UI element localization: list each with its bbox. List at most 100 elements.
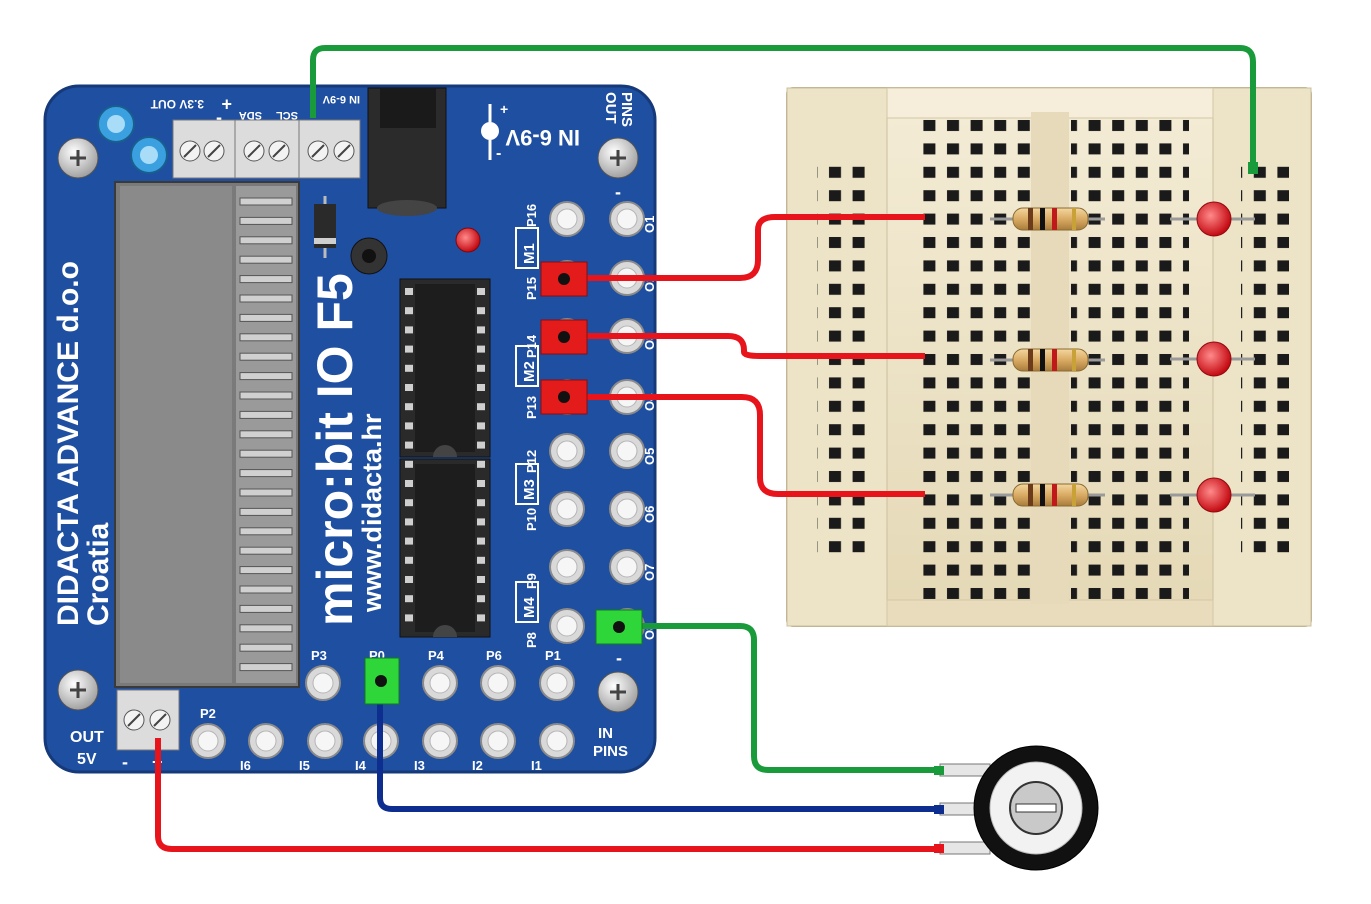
red-led (1170, 201, 1255, 237)
in-pins-label: IN (598, 725, 613, 742)
jumper-green (364, 657, 400, 705)
motor-label: M4 (521, 597, 538, 618)
out-5v-volt: 5V (77, 751, 97, 768)
pin-pad (539, 723, 575, 759)
wire-green-pot (620, 623, 942, 773)
pin-pad (539, 665, 575, 701)
pin-pad (307, 723, 343, 759)
jumper-red (540, 379, 588, 415)
out-5v-minus: - (122, 752, 128, 772)
motor-label: M3 (521, 479, 538, 500)
pin-pad (549, 608, 585, 644)
mounting-screw-icon (597, 137, 639, 179)
svg-text:+: + (500, 101, 508, 117)
wire-red-o2 (567, 214, 925, 281)
pin-pad (609, 201, 645, 237)
diode (314, 204, 336, 248)
mounting-screw-icon (597, 671, 639, 713)
wire-blue-pot (377, 682, 942, 812)
in-pins-label-2: PINS (593, 743, 628, 760)
left-pin-label: P16 (524, 204, 539, 227)
power-in-label: IN 6-9V (322, 93, 360, 105)
pin-pad (190, 723, 226, 759)
sda-label: SDA (239, 109, 262, 121)
motor-label: M1 (521, 243, 538, 264)
bottom-in-label: I5 (299, 758, 310, 773)
svg-text:-: - (496, 145, 501, 162)
out-5v-terminal (116, 689, 180, 751)
out-pin-label: O6 (642, 506, 657, 523)
pin-pad (609, 549, 645, 585)
company-name: DIDACTA ADVANCE d.o.o (52, 261, 85, 626)
minus-label: - (216, 110, 222, 130)
pin-pad (549, 549, 585, 585)
out-pins-label-2: PINS (618, 92, 635, 127)
out-5v-label: OUT (70, 729, 104, 746)
pin-pad (609, 433, 645, 469)
out-pins-label: OUT (602, 92, 619, 124)
pin-pad (422, 665, 458, 701)
mounting-screw-icon (57, 137, 99, 179)
pin-pad (549, 433, 585, 469)
jumper-green (595, 609, 643, 645)
top-in-label: P3 (311, 648, 327, 663)
jumper-red (540, 319, 588, 355)
pin-pad (549, 201, 585, 237)
io-board: 3.3V OUT + - SDA SCL IN 6-9V + - IN 6-9V… (43, 84, 657, 774)
pin-pad (248, 723, 284, 759)
product-name: micro:bit IO F5 (307, 273, 363, 626)
motor-label-box (515, 581, 539, 623)
left-pin-label: P12 (524, 450, 539, 473)
website: www.didacta.hr (357, 413, 387, 613)
bottom-in-label: I4 (355, 758, 367, 773)
motor-label-box (515, 345, 539, 387)
out-3v3-label: 3.3V OUT (150, 97, 204, 111)
bottom-in-label: I1 (531, 758, 542, 773)
pin-pad (480, 723, 516, 759)
potentiometer (939, 745, 1099, 871)
screw-terminal (172, 119, 361, 179)
left-pin-label: P13 (524, 396, 539, 419)
jumper-red (540, 261, 588, 297)
red-led (1170, 477, 1255, 513)
ic-chip (399, 458, 491, 638)
bottom-in-label: I3 (414, 758, 425, 773)
top-in-label: P1 (545, 648, 561, 663)
power-led (455, 227, 481, 253)
power-in-label-rotated: IN 6-9V (505, 125, 580, 150)
left-pin-label: P15 (524, 277, 539, 300)
out-pin-label: O5 (642, 448, 657, 465)
pin-pad (609, 491, 645, 527)
resistor (990, 348, 1105, 372)
p2-label: P2 (200, 706, 216, 721)
country-name: Croatia (82, 522, 115, 626)
resistor (990, 483, 1105, 507)
mounting-screw-icon (57, 669, 99, 711)
out-pin-label: O1 (642, 216, 657, 233)
motor-label-box (515, 227, 539, 269)
pin-pad (549, 491, 585, 527)
top-in-label: P4 (428, 648, 445, 663)
top-in-label: P6 (486, 648, 502, 663)
resistor (990, 207, 1105, 231)
out-pin-label: O7 (642, 564, 657, 581)
bottom-in-label: I6 (240, 758, 251, 773)
scl-label: SCL (276, 109, 298, 121)
wire-green-top (310, 45, 1256, 168)
power-polarity-icon: + - (481, 101, 508, 162)
motor-label-box (515, 463, 539, 505)
left-pin-label: P10 (524, 508, 539, 531)
bottom-in-label: I2 (472, 758, 483, 773)
wire-red-o4 (567, 394, 925, 497)
left-pin-label: P8 (524, 632, 539, 648)
plus-label: + (221, 94, 232, 114)
in-minus-label: - (616, 648, 622, 668)
wire-red-5v (155, 738, 942, 852)
pin-pad (305, 665, 341, 701)
motor-label: M2 (521, 361, 538, 382)
pin-pad (480, 665, 516, 701)
pin-pad (422, 723, 458, 759)
wires (155, 45, 1256, 852)
red-led (1170, 341, 1255, 377)
